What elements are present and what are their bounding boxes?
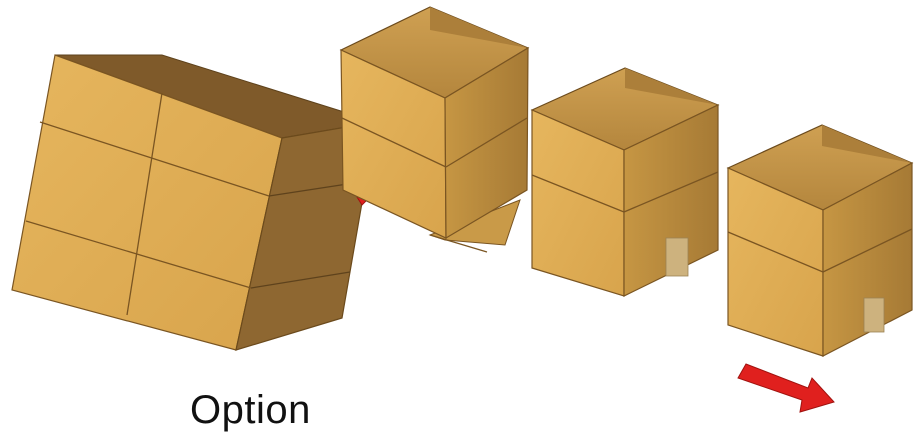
- box-side-face: [623, 104, 719, 297]
- box-seam: [727, 231, 824, 273]
- box-inner-wall: [822, 125, 912, 163]
- pallet-grid-line: [126, 92, 163, 316]
- box-flap-edge: [429, 234, 488, 253]
- pallet-grid-line: [250, 271, 351, 289]
- box-inner-wall: [625, 68, 718, 105]
- box-seam: [623, 171, 719, 213]
- pallet-grid-line: [25, 220, 252, 289]
- arrow-right-icon: [737, 363, 835, 413]
- box-inner-wall: [430, 7, 528, 48]
- open-box-standing: [530, 67, 720, 297]
- arrow-bottom-right: [737, 363, 835, 413]
- box-seam: [445, 117, 528, 168]
- box-seam: [531, 174, 625, 213]
- stacked-box-pallet: [11, 54, 377, 351]
- box-seam: [341, 117, 447, 168]
- box-seam: [822, 228, 913, 273]
- open-box-unfolding: [339, 6, 530, 253]
- caption-text: Option: [190, 388, 311, 432]
- packing-diagram: [11, 6, 914, 413]
- box-tape-label: [665, 237, 689, 277]
- open-box-final: [726, 124, 914, 357]
- box-tape-label: [863, 297, 885, 333]
- pallet-grid-line: [39, 121, 270, 197]
- box-side-face: [822, 162, 913, 357]
